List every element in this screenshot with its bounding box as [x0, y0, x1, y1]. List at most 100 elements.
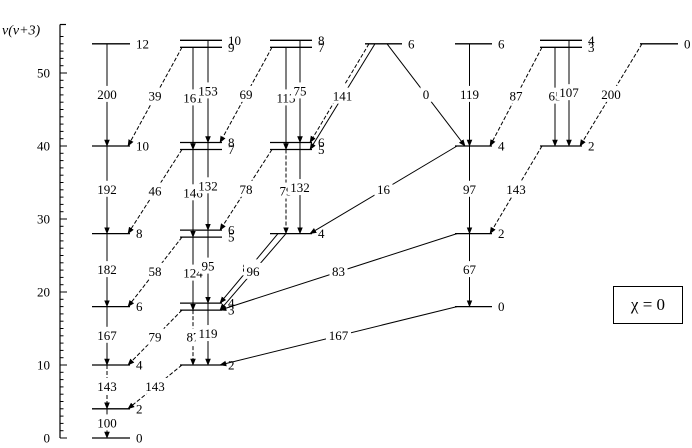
y-tick-label: 50	[37, 66, 50, 81]
level-label-e4: 4	[498, 139, 505, 154]
transition-c5-b6	[219, 149, 273, 231]
level-label-a6: 6	[136, 299, 143, 314]
transition-label-bg	[199, 257, 217, 274]
y-tick-label: 40	[37, 139, 50, 154]
transition-label-bg	[195, 82, 221, 99]
transition-label-b3-a4: 79	[149, 330, 162, 345]
transition-label-bg	[457, 85, 482, 102]
transition-label-f4-f2: 107	[559, 85, 579, 100]
transition-label-bg	[94, 261, 120, 278]
transitions: 2001921821671431003946587914316115314613…	[94, 40, 643, 439]
level-label-b10: 10	[228, 33, 241, 48]
level-label-a4: 4	[136, 358, 143, 373]
transition-label-bg	[237, 85, 255, 102]
transition-label-bg	[420, 85, 432, 102]
y-tick-label: 0	[44, 431, 51, 446]
level-label-e0: 0	[498, 299, 505, 314]
transition-label-c5-b6: 78	[240, 182, 253, 197]
level-label-f3: 3	[588, 40, 595, 55]
transition-label-bg	[195, 177, 221, 194]
transition-label-bg	[460, 261, 479, 278]
level-label-e2: 2	[498, 226, 505, 241]
transition-label-c6-c4: 132	[290, 180, 310, 195]
transition-label-bg	[146, 182, 164, 199]
y-tick-label: 20	[37, 285, 50, 300]
transition-label-bg	[146, 262, 164, 279]
transition-label-a6-a4: 167	[97, 328, 117, 343]
transition-label-e4-c4: 16	[377, 182, 391, 197]
y-axis-label: v(v+3)	[2, 24, 41, 39]
level-label-b6: 6	[228, 223, 235, 238]
transition-label-bg	[374, 180, 393, 197]
level-label-b9: 9	[228, 40, 235, 55]
transition-label-a2-a0: 100	[97, 415, 117, 430]
transition-label-b2-a2: 143	[145, 379, 165, 394]
transition-label-bg	[507, 87, 525, 104]
transition-b2-a2	[127, 364, 183, 410]
transition-label-bg	[142, 377, 168, 394]
level-label-b8: 8	[228, 135, 235, 150]
level-label-a12: 12	[136, 36, 149, 51]
transition-label-bg	[94, 377, 120, 394]
level-label-f4: 4	[588, 33, 595, 48]
level-label-g0: 0	[684, 36, 691, 51]
transition-label-bg	[287, 179, 313, 196]
transition-label-a10-a8: 192	[97, 182, 117, 197]
level-label-a8: 8	[136, 226, 143, 241]
level-label-b2: 2	[228, 358, 235, 373]
transition-label-c7-b8: 69	[240, 87, 253, 102]
transition-label-c8-c6: 75	[294, 83, 307, 98]
level-label-c7: 7	[318, 40, 325, 55]
transition-label-bg	[291, 82, 309, 99]
transition-label-b5-b3: 124	[183, 266, 203, 281]
transition-label-b10-b8: 153	[198, 83, 218, 98]
transition-label-a4-a2: 143	[97, 379, 117, 394]
transition-label-d6-e4: 0	[423, 87, 430, 102]
transition-label-bg	[330, 87, 355, 104]
level-label-c6: 6	[318, 135, 325, 150]
transition-label-bg	[244, 262, 262, 279]
transition-label-bg	[326, 326, 351, 343]
transition-label-bg	[94, 85, 120, 102]
transition-label-bg	[503, 180, 529, 197]
transition-label-bg	[237, 180, 255, 197]
level-label-a0: 0	[136, 431, 143, 446]
transition-label-bg	[146, 87, 164, 104]
transition-label-b5-a6: 58	[149, 264, 162, 279]
transition-label-b8-b6: 132	[198, 178, 218, 193]
level-label-b4: 4	[228, 296, 235, 311]
transition-label-e0-b2: 167	[329, 328, 349, 343]
level-label-c5: 5	[318, 142, 325, 157]
transition-label-a12-a10: 200	[97, 87, 117, 102]
level-label-a2: 2	[136, 401, 143, 416]
transition-label-bg	[460, 180, 479, 197]
transition-label-e2-b3: 83	[332, 264, 345, 279]
transition-label-c4-b3: 96	[247, 264, 261, 279]
level-label-b7: 7	[228, 142, 235, 157]
transition-label-b7-a8: 46	[149, 184, 163, 199]
transition-label-f3-e4: 87	[510, 89, 524, 104]
level-label-a10: 10	[136, 139, 149, 154]
transition-label-bg	[94, 414, 120, 431]
transition-label-e2-e0: 67	[463, 262, 477, 277]
level-label-f2: 2	[588, 139, 595, 154]
transition-label-bg	[195, 325, 221, 342]
transition-label-bg	[146, 328, 164, 345]
transition-label-d6-c5: 141	[333, 89, 353, 104]
transition-label-bg	[94, 326, 120, 343]
transition-label-bg	[329, 262, 348, 279]
transition-g0-f2	[579, 43, 643, 147]
transition-label-bg	[598, 85, 624, 102]
level-label-e6: 6	[498, 36, 505, 51]
level-label-c4: 4	[318, 226, 325, 241]
transition-label-bg	[556, 84, 582, 101]
transition-label-g0-f2: 200	[601, 87, 621, 102]
transition-label-bg	[94, 180, 120, 197]
transition-label-b6-b4: 95	[202, 259, 215, 274]
level-label-b3: 3	[228, 303, 235, 318]
transition-label-c7-c5: 113	[276, 90, 295, 105]
chi-legend-text: χ = 0	[630, 295, 666, 314]
